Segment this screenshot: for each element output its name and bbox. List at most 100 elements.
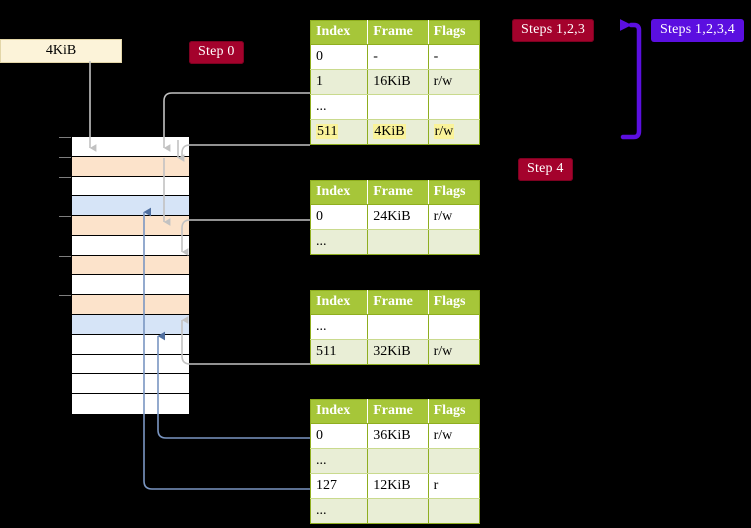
cell-frame [367, 314, 429, 340]
table-row: ... [310, 448, 480, 474]
memory-frame-row [72, 374, 189, 395]
memory-frame-row [59, 156, 189, 177]
cell-flags: r/w [428, 339, 480, 365]
cell-index: ... [310, 314, 369, 340]
cell-flags: r/w [428, 423, 480, 449]
cell-flags [428, 94, 480, 120]
cell-index: 0 [310, 44, 369, 70]
col-header-frame: Frame [367, 20, 429, 45]
col-header-frame: Frame [367, 399, 429, 424]
table-row: ... [310, 498, 480, 524]
step-4-badge: Step 4 [518, 158, 573, 181]
col-header-flags: Flags [428, 20, 481, 45]
table-row: 0-- [310, 44, 480, 70]
cell-flags: r/w [428, 119, 480, 145]
table-header-row: Index Frame Flags [310, 20, 481, 45]
cell-frame: - [367, 44, 429, 70]
table-header-row: Index Frame Flags [310, 290, 481, 315]
cell-frame: 32KiB [367, 339, 429, 365]
memory-frame-row [72, 196, 189, 217]
cell-frame: 4KiB [367, 119, 429, 145]
kib-label-box: 4KiB [0, 39, 122, 63]
memory-frame-column [59, 136, 190, 415]
highlighted-value: 4KiB [373, 124, 406, 139]
highlighted-value: r/w [433, 124, 455, 139]
memory-frame-row [72, 334, 189, 355]
cell-index: ... [310, 448, 369, 474]
col-header-index: Index [310, 20, 369, 45]
table-row: 511 4KiB r/w [310, 119, 480, 145]
memory-frame-row [72, 394, 189, 414]
memory-frame-row [59, 255, 189, 276]
memory-frame-row [59, 216, 189, 236]
cell-frame [367, 448, 429, 474]
cell-frame [367, 229, 429, 255]
highlighted-value: 511 [316, 124, 339, 139]
col-header-flags: Flags [428, 180, 481, 205]
connector-pdpt-row0 [181, 219, 310, 256]
col-header-frame: Frame [367, 290, 429, 315]
table-row: ... [310, 94, 480, 120]
cell-index: ... [310, 94, 369, 120]
steps-123-badge: Steps 1,2,3 [512, 19, 595, 42]
col-header-flags: Flags [428, 399, 481, 424]
connector-pd-row511 [181, 316, 310, 365]
steps-bracket-arrow [620, 19, 642, 140]
cell-frame [367, 498, 429, 524]
memory-frame-row [72, 235, 189, 256]
cell-index: 0 [310, 204, 369, 230]
table-header-row: Index Frame Flags [310, 180, 481, 205]
table-header-row: Index Frame Flags [310, 399, 481, 424]
cell-frame [367, 94, 429, 120]
col-header-index: Index [310, 399, 369, 424]
cell-flags: - [428, 44, 480, 70]
cell-index: 0 [310, 423, 369, 449]
col-header-index: Index [310, 290, 369, 315]
cell-flags [428, 498, 480, 524]
cell-flags [428, 314, 480, 340]
table-row: ... [310, 314, 480, 340]
frame-tick-mark [59, 137, 71, 138]
cell-index: ... [310, 498, 369, 524]
cell-frame: 36KiB [367, 423, 429, 449]
cell-flags: r/w [428, 69, 480, 95]
connector-pml4-row511 [177, 140, 310, 162]
cell-index: 511 [310, 339, 369, 365]
steps-1234-badge: Steps 1,2,3,4 [651, 19, 744, 42]
cell-flags [428, 229, 480, 255]
frame-tick-mark [59, 216, 71, 218]
frame-tick-mark [59, 176, 71, 178]
col-header-frame: Frame [367, 180, 429, 205]
cell-frame: 16KiB [367, 69, 429, 95]
col-header-index: Index [310, 180, 369, 205]
cell-index: ... [310, 229, 369, 255]
memory-frame-row [72, 354, 189, 375]
cell-frame: 12KiB [367, 473, 429, 499]
table-row: ... [310, 229, 480, 255]
memory-frame-row [59, 295, 189, 316]
cell-flags: r [428, 473, 480, 499]
cell-flags [428, 448, 480, 474]
memory-frame-row [59, 137, 189, 157]
cell-frame: 24KiB [367, 204, 429, 230]
frame-tick-mark [59, 255, 71, 257]
col-header-flags: Flags [428, 290, 481, 315]
frame-tick-mark [59, 295, 71, 297]
cell-index: 1 [310, 69, 369, 95]
cell-index: 127 [310, 473, 369, 499]
frame-tick-mark [59, 156, 71, 158]
